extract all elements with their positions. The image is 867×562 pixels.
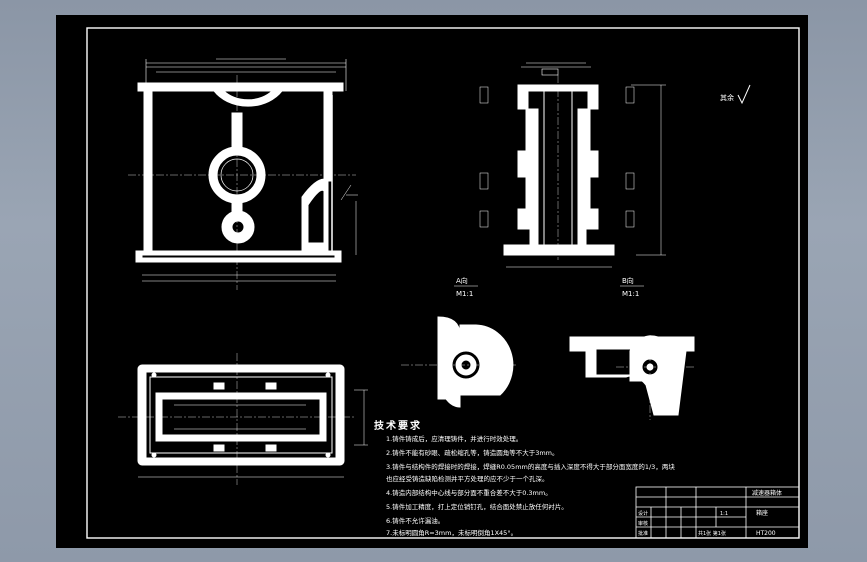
roughness-symbol [737, 84, 751, 105]
front-view [128, 58, 358, 290]
side-view [479, 62, 666, 268]
cad-drawing: 其余 A向 M1:1 B向 M1:1 [56, 15, 808, 548]
title-block-scale: 1:1 [720, 511, 728, 517]
section-a-scale: M1:1 [456, 290, 473, 298]
roughness-label: 其余 [720, 93, 734, 102]
title-block-checker: 审核 [638, 520, 648, 527]
title-block-material: HT200 [756, 530, 776, 537]
section-a-label: A向 [456, 276, 468, 285]
tech-requirement-item: 2.铸件不能有砂眼、疏松缩孔等，铸造圆角等不大于3mm。 [386, 449, 559, 457]
title-block-drawing-no: 箱座 [756, 509, 768, 517]
tech-requirement-item: 7.未标明圆角R=3mm，未标明倒角1X45°。 [386, 529, 518, 537]
inner-frame [86, 27, 800, 539]
title-block-part-name: 减速器箱体 [752, 489, 782, 497]
drawing-sheet: 其余 A向 M1:1 B向 M1:1 [56, 15, 808, 548]
section-b-scale: M1:1 [622, 290, 639, 298]
tech-requirement-item: 4.铸造内部结构中心线与部分面不重合差不大于0.3mm。 [386, 489, 552, 497]
tech-requirement-item: 也应经受铸造缺陷检测并平方处理的应不少于一个孔深。 [386, 475, 549, 483]
title-block-approver: 批准 [638, 530, 648, 537]
section-b-view [569, 335, 696, 420]
tech-requirements-title: 技术要求 [374, 421, 422, 432]
tech-requirement-item: 3.铸件与结构件的焊接时的焊接，焊缝R0.05mm的高度与插入深度不得大于部分面… [386, 463, 675, 471]
tech-requirement-item: 6.铸件不允许漏油。 [386, 517, 445, 525]
title-block [635, 486, 800, 539]
tech-requirement-item: 5.铸件加工精度，打上定位销钉孔，结合面处禁止放任何衬片。 [386, 503, 568, 511]
title-block-sheet-info: 共1张 第1张 [698, 530, 726, 537]
tech-requirement-item: 1.铸件铸成后，应清理铸件，并进行时效处理。 [386, 435, 523, 443]
section-b-label: B向 [622, 276, 634, 285]
title-block-designer: 设计 [638, 510, 648, 517]
top-view [118, 353, 368, 485]
section-a-view [401, 316, 516, 408]
